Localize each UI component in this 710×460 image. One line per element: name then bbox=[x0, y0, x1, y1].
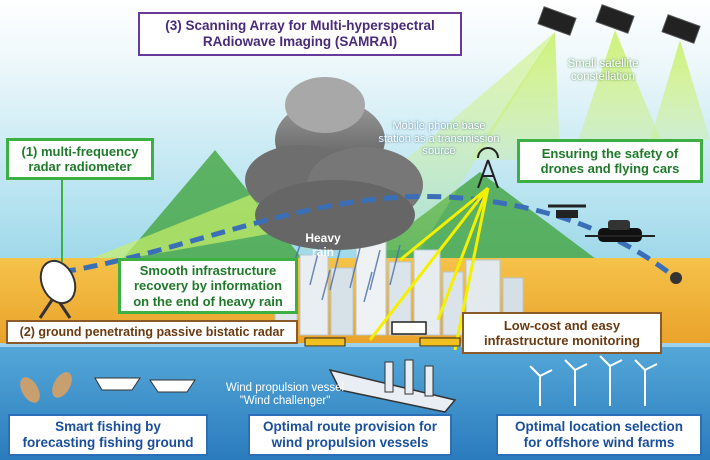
monitoring-box: Low-cost and easy infrastructure monitor… bbox=[462, 312, 662, 354]
recovery-box: Smooth infrastructure recovery by inform… bbox=[118, 258, 298, 314]
vessel-label: Wind propulsion vessel "Wind challenger" bbox=[225, 382, 345, 408]
satellite-beam-3 bbox=[650, 40, 710, 140]
windfarm-box: Optimal location selection for offshore … bbox=[496, 414, 702, 456]
flight-path bbox=[61, 194, 678, 280]
drone bbox=[548, 204, 586, 218]
path-end-right bbox=[670, 272, 682, 284]
wind-vessel bbox=[328, 359, 457, 413]
shore-line bbox=[0, 343, 710, 347]
fishing-box: Smart fishing by forecasting fishing gro… bbox=[8, 414, 208, 456]
gpr-box: (2) ground penetrating passive bistatic … bbox=[6, 320, 298, 344]
radar-dish bbox=[38, 259, 77, 319]
route-box: Optimal route provision for wind propuls… bbox=[248, 414, 452, 456]
satellite-beam-2 bbox=[575, 30, 665, 150]
fish bbox=[20, 372, 72, 403]
rain-streaks bbox=[289, 244, 401, 303]
satellites bbox=[537, 4, 701, 44]
flying-car bbox=[585, 220, 655, 242]
satellite-label: Small satellite constellation bbox=[567, 58, 639, 84]
samrai-title-box: (3) Scanning Array for Multi-hyperspectr… bbox=[138, 12, 462, 56]
base-station-tower bbox=[477, 147, 499, 189]
heavy-rain-label: Heavy rain bbox=[305, 231, 341, 259]
safety-box: Ensuring the safety of drones and flying… bbox=[517, 139, 703, 183]
sensor-device bbox=[391, 321, 427, 335]
radiometer-box: (1) multi-frequency radar radiometer bbox=[6, 138, 154, 180]
radiometer-beam bbox=[62, 195, 280, 270]
signal-beams bbox=[368, 186, 490, 351]
fishing-boats bbox=[94, 377, 196, 393]
wind-turbines bbox=[529, 355, 658, 406]
storm-cloud bbox=[245, 77, 423, 250]
base-station-label: Mobile phone base station as a transmiss… bbox=[378, 120, 500, 158]
construction-barriers bbox=[304, 337, 461, 347]
